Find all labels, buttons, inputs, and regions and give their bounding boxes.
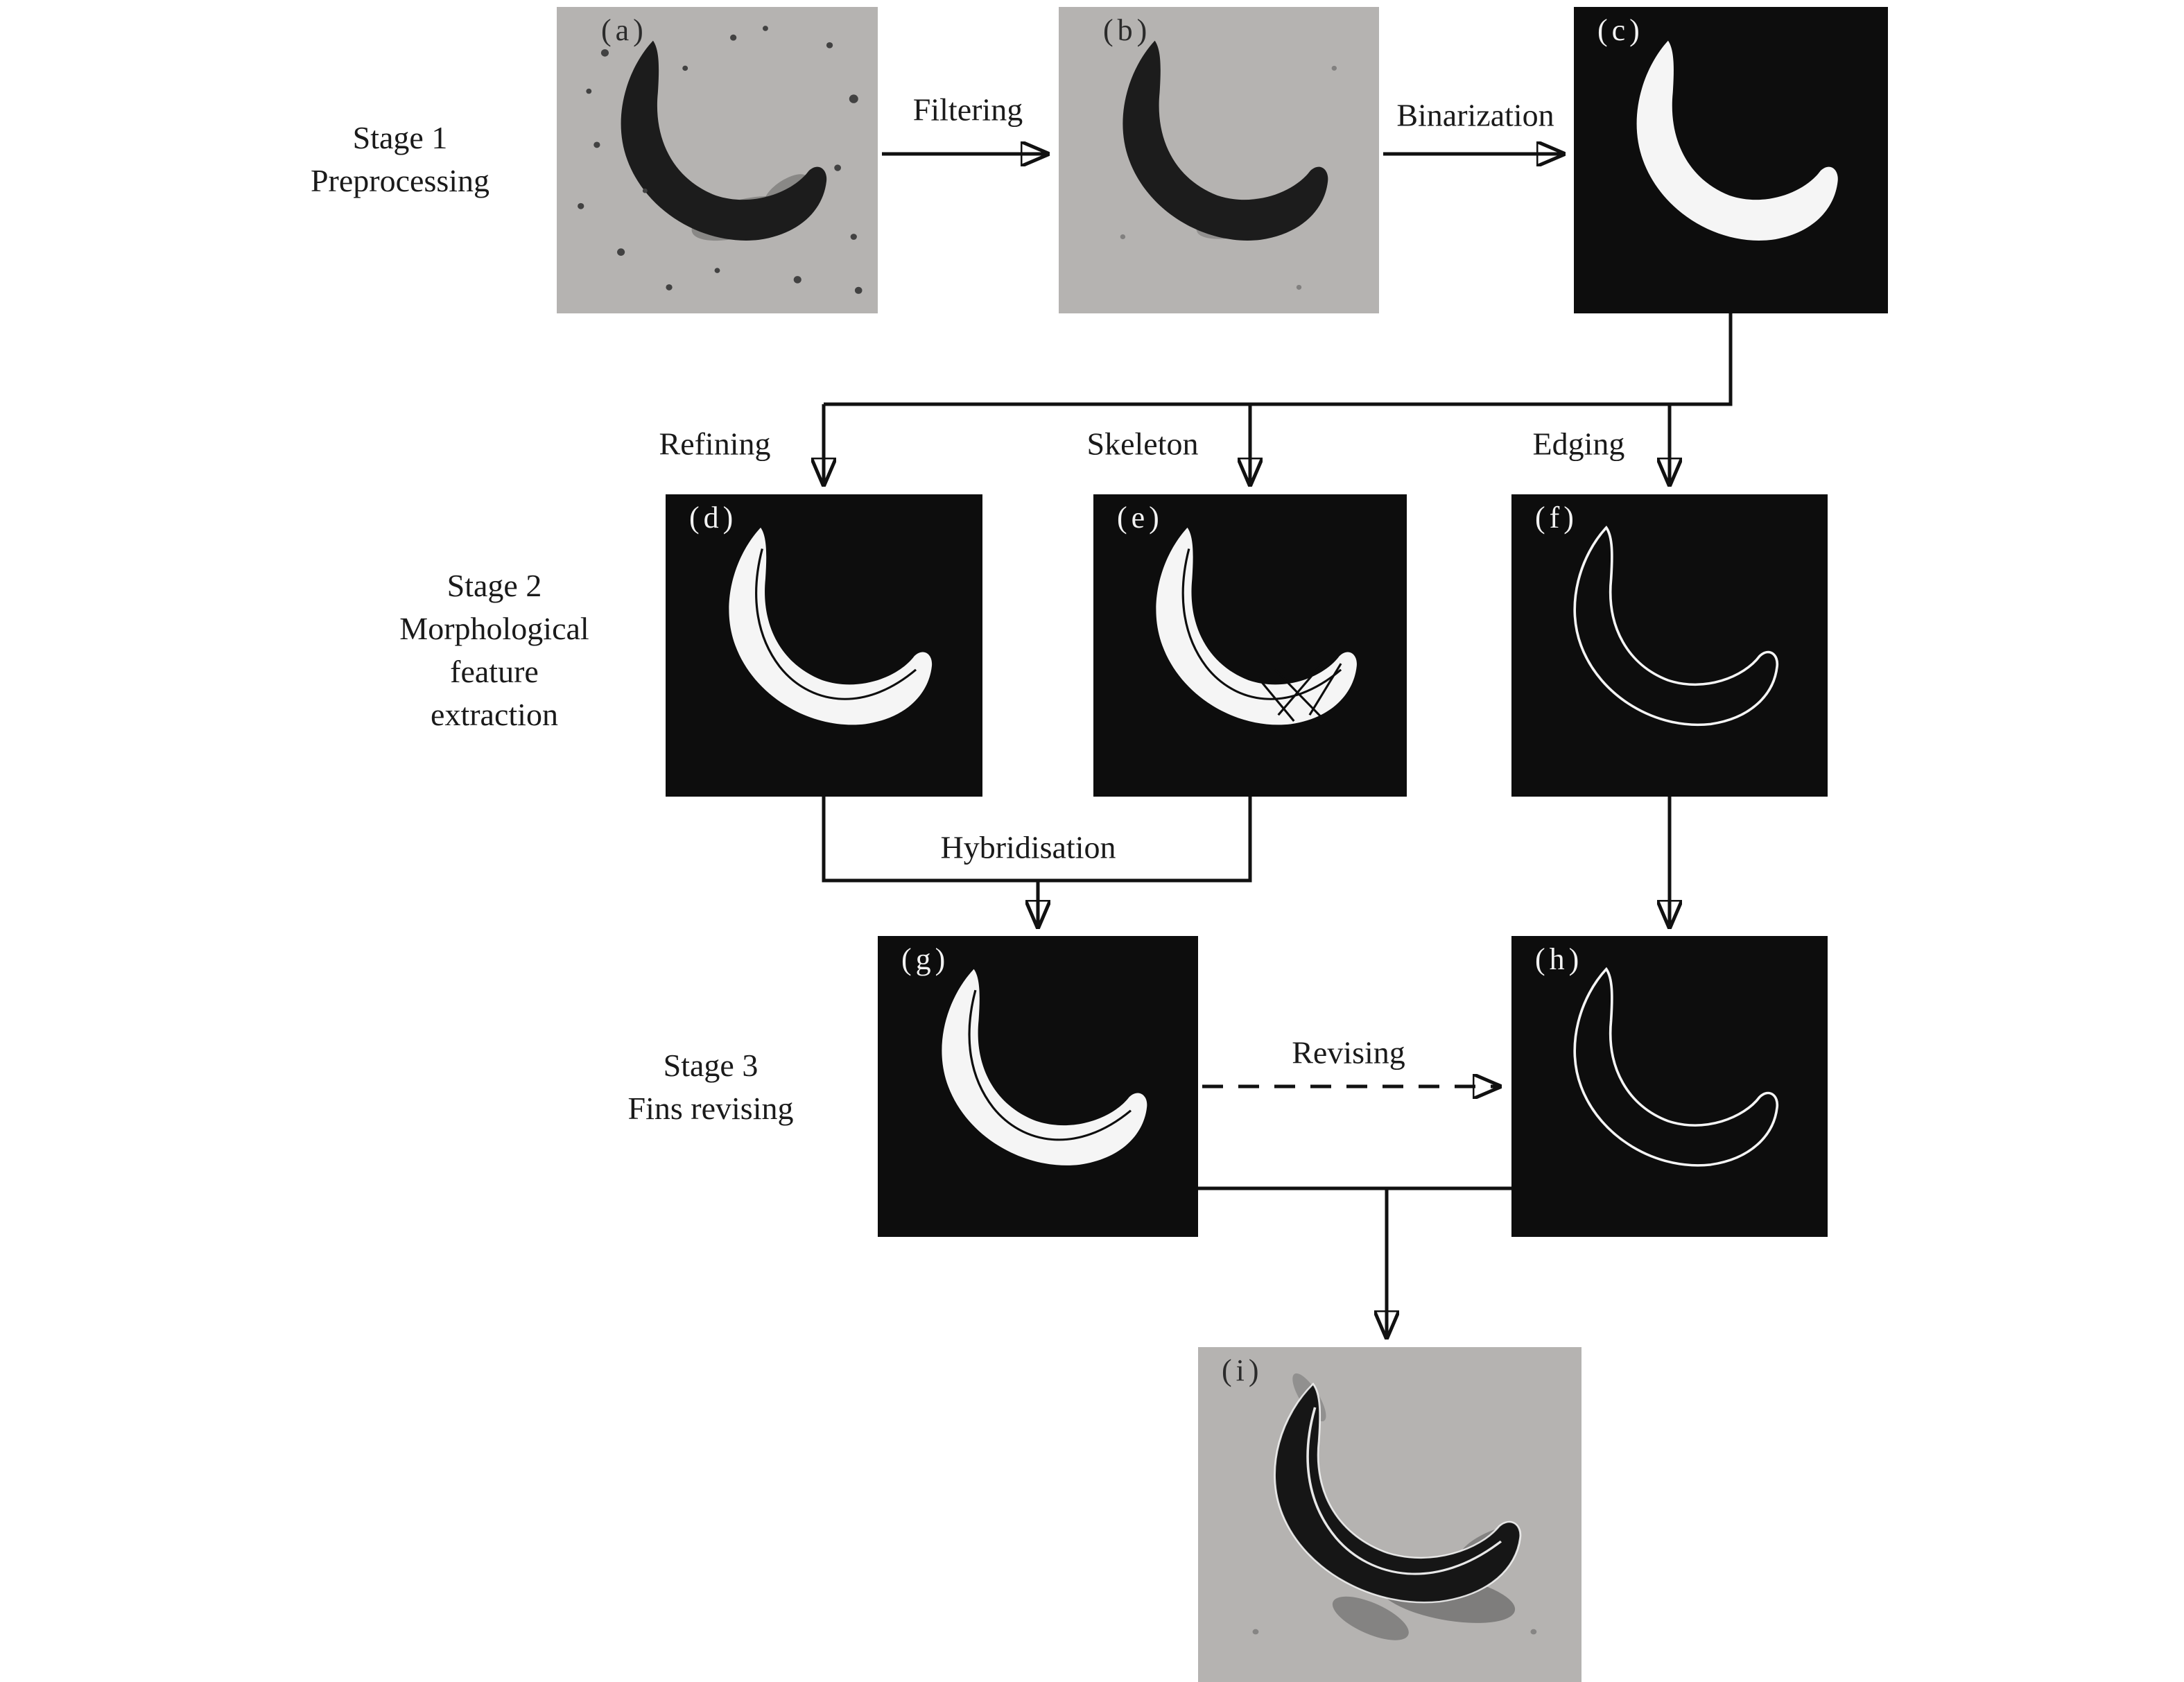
stage2-label-line2: Morphological — [399, 611, 589, 646]
arrow-label-skeleton: Skeleton — [1086, 426, 1199, 462]
fin-shape — [1332, 1596, 1409, 1640]
panel-label-g: (g) — [901, 942, 950, 976]
fish-skeleton — [1156, 527, 1357, 725]
fish-body — [621, 40, 827, 241]
noise-speckles — [1252, 1629, 1537, 1635]
panel-label-i: (i) — [1222, 1353, 1263, 1387]
fish-silhouette — [1636, 40, 1838, 241]
arrow-label-revising: Revising — [1292, 1034, 1405, 1070]
panel-a-raw-image: (a) — [557, 7, 878, 313]
stage2-label-line1: Stage 2 — [447, 568, 542, 603]
stage2-label-line4: extraction — [431, 697, 558, 732]
stage1-label-line1: Stage 1 — [352, 120, 448, 155]
fish-outline — [1573, 526, 1779, 727]
fish-body — [1156, 527, 1357, 725]
fish-photo-raw — [578, 26, 863, 294]
fish-body — [1274, 1382, 1522, 1604]
fish-body — [942, 969, 1147, 1165]
panel-c-binarized-image: (c) — [1574, 7, 1888, 313]
stage1-label: Stage 1 Preprocessing — [311, 116, 489, 202]
noise-speckles — [1120, 65, 1337, 290]
panel-f-edge-image: (f) — [1511, 494, 1828, 797]
fish-centerline — [968, 989, 1132, 1141]
stage2-label-line3: feature — [450, 654, 539, 689]
noise-speckles — [578, 26, 863, 294]
fish-body — [1123, 40, 1328, 241]
fish-hybrid — [942, 969, 1147, 1165]
fish-body — [1636, 40, 1838, 241]
panel-i-result-image: (i) — [1198, 1347, 1581, 1682]
arrow-label-binarization: Binarization — [1396, 97, 1554, 133]
panel-h-revised-edge-image: (h) — [1511, 936, 1828, 1237]
panel-e-skeleton-image: (e) — [1093, 494, 1407, 797]
panel-d-refined-image: (d) — [666, 494, 982, 797]
stage2-label: Stage 2 Morphological feature extraction — [399, 564, 589, 736]
fish-result — [1252, 1373, 1537, 1640]
fish-edge — [1573, 526, 1779, 727]
panel-label-f: (f) — [1535, 501, 1578, 535]
panel-label-b: (b) — [1103, 13, 1152, 47]
fish-body — [729, 527, 933, 725]
panel-label-h: (h) — [1535, 942, 1584, 976]
stage3-label: Stage 3 Fins revising — [628, 1044, 794, 1130]
fish-centerline — [755, 548, 917, 700]
stage3-label-line2: Fins revising — [627, 1091, 794, 1126]
stage3-label-line1: Stage 3 — [663, 1048, 759, 1083]
panel-label-d: (d) — [689, 501, 738, 535]
arrow-label-refining: Refining — [659, 426, 771, 462]
branch-trunk-stage2 — [824, 313, 1733, 406]
panel-label-c: (c) — [1597, 13, 1644, 47]
skeleton-branches — [1255, 663, 1342, 722]
fish-outline — [1573, 966, 1779, 1167]
fish-refined — [729, 527, 933, 725]
arrow-label-hybridisation: Hybridisation — [940, 829, 1116, 865]
fish-centerline — [1306, 1407, 1502, 1575]
panel-label-e: (e) — [1117, 501, 1163, 535]
panel-label-a: (a) — [601, 13, 648, 47]
fish-photo-filtered — [1120, 40, 1337, 290]
stage1-label-line2: Preprocessing — [310, 163, 490, 198]
arrow-label-edging: Edging — [1532, 426, 1625, 462]
panel-g-hybrid-image: (g) — [878, 936, 1198, 1237]
panel-b-filtered-image: (b) — [1059, 7, 1379, 313]
arrow-label-filtering: Filtering — [912, 92, 1023, 128]
fish-edge-revised — [1573, 966, 1779, 1167]
